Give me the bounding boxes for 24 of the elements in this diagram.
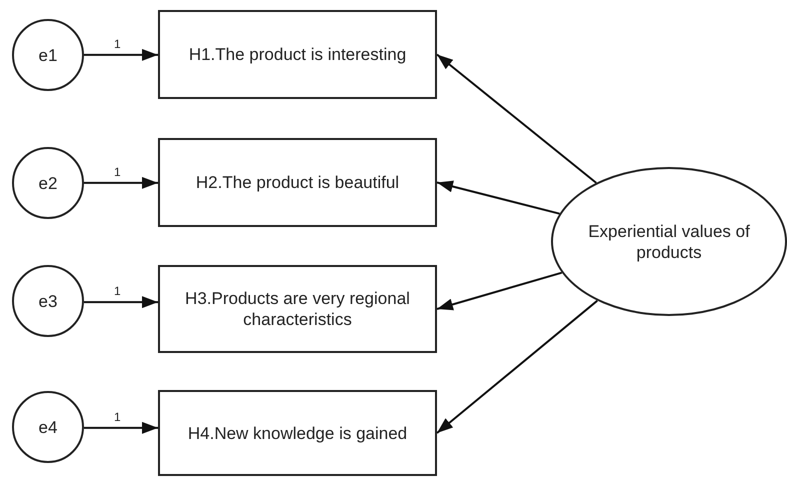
error-label: e2 <box>38 172 58 194</box>
variable-label: H1.The product is interesting <box>188 44 406 65</box>
arrow <box>84 48 158 61</box>
variable-label: H3.Products are very regional characteristics <box>184 288 411 330</box>
variable-label: Experiential values of products <box>587 220 751 262</box>
arrow <box>84 422 158 434</box>
edge-label: 1 <box>112 38 122 51</box>
error-label: e3 <box>38 290 58 312</box>
indicator-box <box>158 390 437 476</box>
arrow <box>84 296 158 308</box>
arrow <box>436 272 562 310</box>
variable-label: H2.The product is beautiful <box>196 172 400 193</box>
edge-label: 1 <box>112 410 122 424</box>
arrow <box>436 54 597 184</box>
indicator-box <box>158 265 437 353</box>
arrow <box>84 176 158 189</box>
error-label: e4 <box>38 416 58 438</box>
variable-label: H4.New knowledge is gained <box>188 422 408 444</box>
indicator-box <box>158 10 437 99</box>
arrow <box>436 300 598 434</box>
edge-label: 1 <box>112 166 122 179</box>
error-label: e1 <box>38 44 58 66</box>
indicator-box <box>158 138 437 227</box>
arrow <box>436 180 560 215</box>
